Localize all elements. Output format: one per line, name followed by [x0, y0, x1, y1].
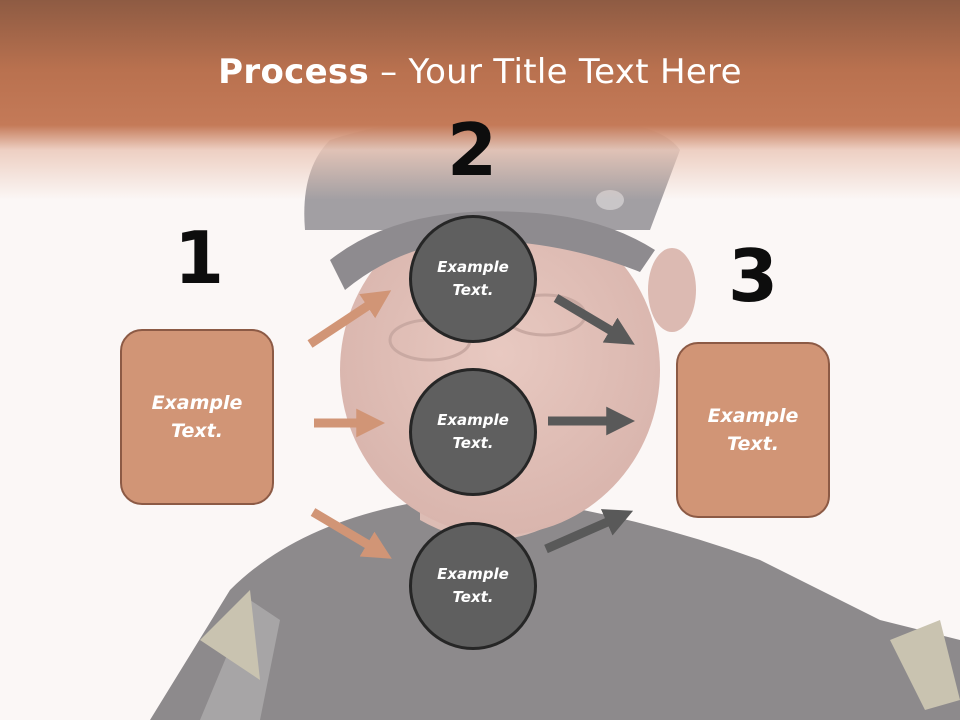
step-2-circle-1: Example Text. [409, 215, 537, 343]
step-2-text-1: Example Text. [437, 257, 509, 299]
arrow-2c-to-3 [544, 509, 634, 554]
title-bold: Process [218, 52, 370, 92]
arrow-1-to-2c [310, 508, 392, 559]
step-number-3: 3 [727, 234, 779, 318]
step-1-box: Example Text. [120, 329, 274, 505]
arrow-2a-to-3 [553, 294, 635, 345]
step-3-box: Example Text. [676, 342, 830, 518]
step-number-2: 2 [446, 108, 498, 192]
step-1-text: Example Text. [151, 391, 243, 443]
step-2-text-3: Example Text. [437, 564, 509, 606]
slide-title: Process – Your Title Text Here [0, 52, 960, 92]
title-band [0, 0, 960, 200]
step-2-circle-3: Example Text. [409, 522, 537, 650]
arrow-1-to-2a [307, 290, 392, 348]
step-2-circle-2: Example Text. [409, 368, 537, 496]
step-3-text: Example Text. [707, 404, 799, 456]
step-2-text-2: Example Text. [437, 410, 509, 452]
title-rest: – Your Title Text Here [369, 52, 742, 92]
step-number-1: 1 [173, 216, 225, 300]
